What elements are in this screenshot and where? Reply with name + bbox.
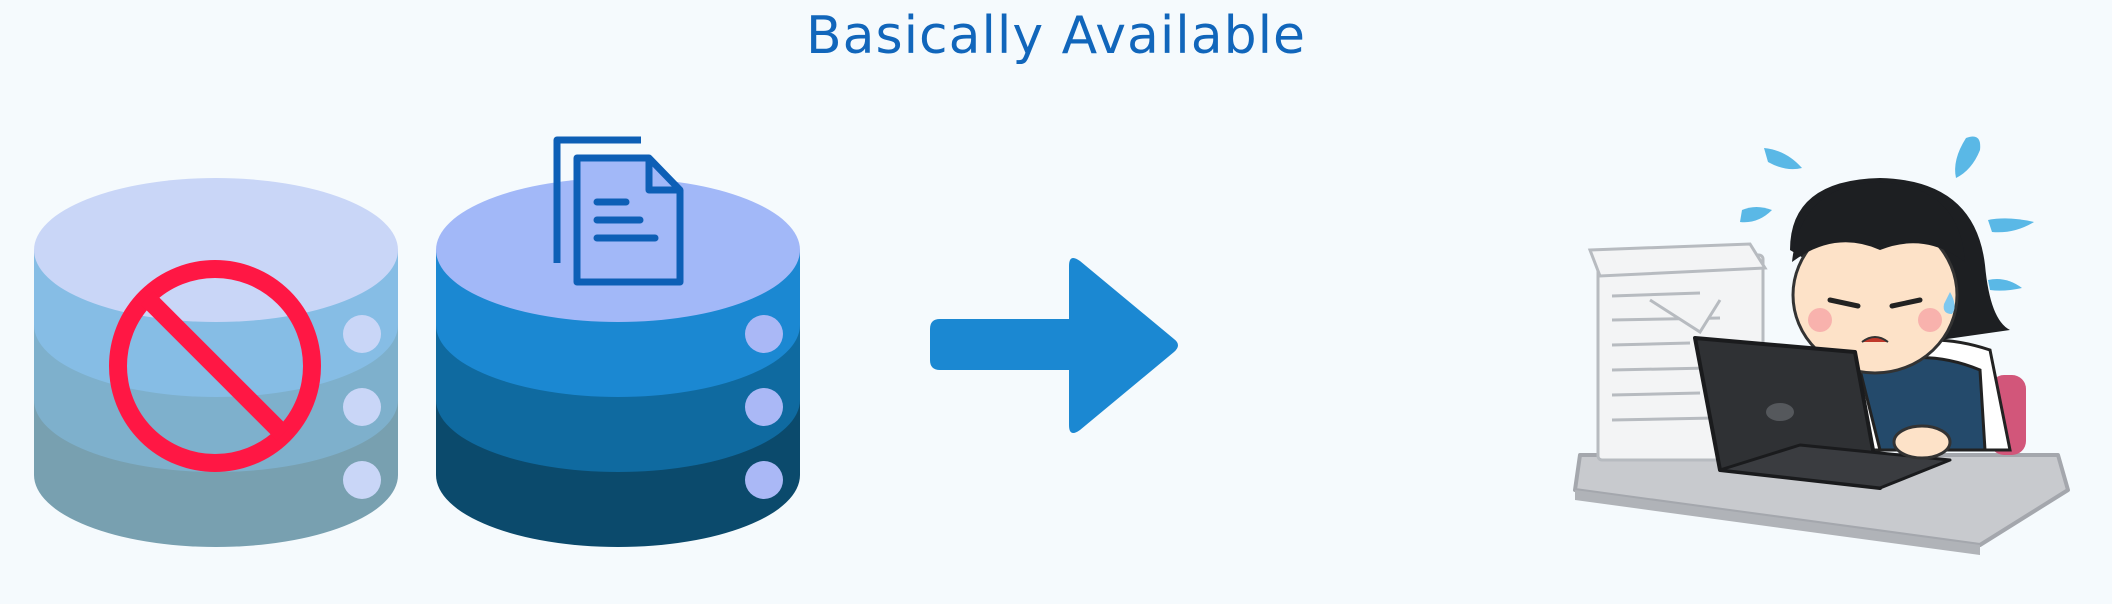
document-copy-icon <box>553 136 684 286</box>
indicator-light-icon <box>745 388 783 426</box>
arrow-right-icon <box>930 257 1178 434</box>
indicator-light-icon <box>745 315 783 353</box>
desk <box>1573 453 2070 547</box>
indicator-light-icon <box>343 461 381 499</box>
indicator-light-icon <box>745 461 783 499</box>
laptop <box>1693 336 1952 490</box>
busy-office-worker-illustration <box>1573 136 2070 555</box>
prohibited-icon <box>109 260 321 472</box>
active-database-icon <box>436 178 800 547</box>
indicator-light-icon <box>343 315 381 353</box>
indicator-light-icon <box>343 388 381 426</box>
diagram-title: Basically Available <box>805 6 1307 66</box>
